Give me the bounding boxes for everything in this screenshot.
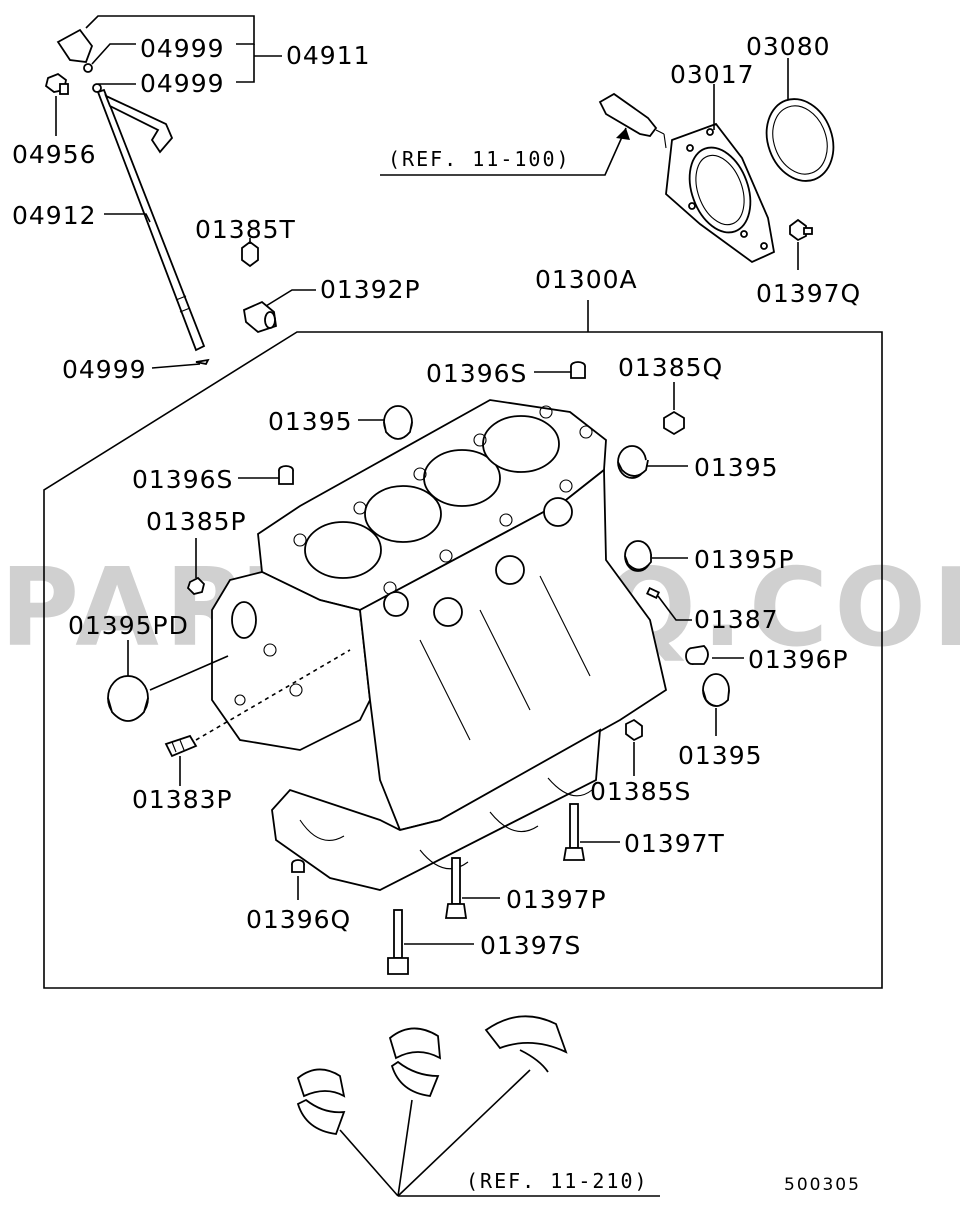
label-01395-right-top[interactable]: 01395 [694, 453, 779, 482]
plug-01392P[interactable] [242, 300, 277, 334]
expansion-plug-01395-right-top[interactable] [617, 445, 649, 479]
expansion-plug-01395PD[interactable] [107, 675, 149, 722]
dipstick-tube[interactable] [96, 88, 206, 352]
cylinder-block[interactable] [211, 399, 668, 891]
pin-01396P[interactable] [685, 645, 709, 665]
bolt-01397Q[interactable] [789, 218, 813, 242]
label-01300A[interactable]: 01300A [535, 265, 638, 294]
label-04999-mid[interactable]: 04999 [140, 69, 225, 98]
expansion-plug-01395P[interactable] [624, 540, 652, 572]
ref-11-100[interactable]: (REF. 11-100) [388, 147, 571, 171]
sealant-tube[interactable] [598, 92, 667, 149]
label-01385P[interactable]: 01385P [146, 507, 247, 536]
label-01385S[interactable]: 01385S [590, 777, 691, 806]
label-01396P[interactable]: 01396P [748, 645, 849, 674]
bolt-01397S[interactable] [387, 909, 409, 975]
label-01395PD[interactable]: 01395PD [68, 611, 189, 640]
assembly-outline [43, 300, 883, 989]
drawing-code: 500305 [784, 1175, 861, 1195]
dipstick-handle[interactable] [56, 28, 102, 93]
label-01397T[interactable]: 01397T [624, 829, 725, 858]
label-01383P[interactable]: 01383P [132, 785, 233, 814]
label-03080[interactable]: 03080 [746, 32, 831, 61]
stud-01383P[interactable] [164, 734, 198, 758]
bolt-01397T[interactable] [562, 803, 586, 861]
label-01397P[interactable]: 01397P [506, 885, 607, 914]
label-01396S-left[interactable]: 01396S [132, 465, 233, 494]
label-01396S-top[interactable]: 01396S [426, 359, 527, 388]
pin-01387[interactable] [646, 586, 660, 600]
plug-01396S-left[interactable] [278, 465, 294, 485]
label-01396Q[interactable]: 01396Q [246, 905, 351, 934]
label-04912[interactable]: 04912 [12, 201, 97, 230]
label-01395-right-bottom[interactable]: 01395 [678, 741, 763, 770]
label-04956[interactable]: 04956 [12, 140, 97, 169]
dowel-01396Q[interactable] [291, 859, 305, 873]
thrust-bearing-right[interactable] [484, 1015, 568, 1073]
plug-01385P[interactable] [186, 576, 205, 595]
label-04999-top[interactable]: 04999 [140, 34, 225, 63]
label-04911[interactable]: 04911 [286, 41, 371, 70]
label-01397Q[interactable]: 01397Q [756, 279, 861, 308]
plug-01385S[interactable] [625, 718, 643, 742]
label-01395-left[interactable]: 01395 [268, 407, 353, 436]
oil-seal-03080[interactable] [756, 90, 845, 191]
label-03017[interactable]: 03017 [670, 60, 755, 89]
bearing-shell-left[interactable] [296, 1068, 346, 1135]
label-01385Q[interactable]: 01385Q [618, 353, 723, 382]
expansion-plug-01395-left[interactable] [383, 405, 413, 440]
label-04999-bottom[interactable]: 04999 [62, 355, 147, 384]
label-01397S[interactable]: 01397S [480, 931, 581, 960]
expansion-plug-01395-right-bottom[interactable] [702, 673, 730, 707]
label-01395P[interactable]: 01395P [694, 545, 795, 574]
label-01387[interactable]: 01387 [694, 605, 779, 634]
sealant-ref-arrow [616, 128, 630, 140]
label-01385T[interactable]: 01385T [195, 215, 296, 244]
bearing-shell-middle[interactable] [388, 1027, 442, 1097]
plug-01385T[interactable] [241, 240, 259, 268]
plug-01396S-top[interactable] [570, 361, 586, 379]
oil-seal-case-03017[interactable] [665, 122, 776, 264]
bolt-01397P[interactable] [444, 857, 468, 919]
ref-11-210[interactable]: (REF. 11-210) [466, 1169, 649, 1193]
plug-01385Q[interactable] [663, 410, 685, 436]
bolt-04956[interactable] [44, 72, 69, 95]
label-01392P[interactable]: 01392P [320, 275, 421, 304]
dipstick-tube-oring[interactable] [195, 358, 210, 366]
